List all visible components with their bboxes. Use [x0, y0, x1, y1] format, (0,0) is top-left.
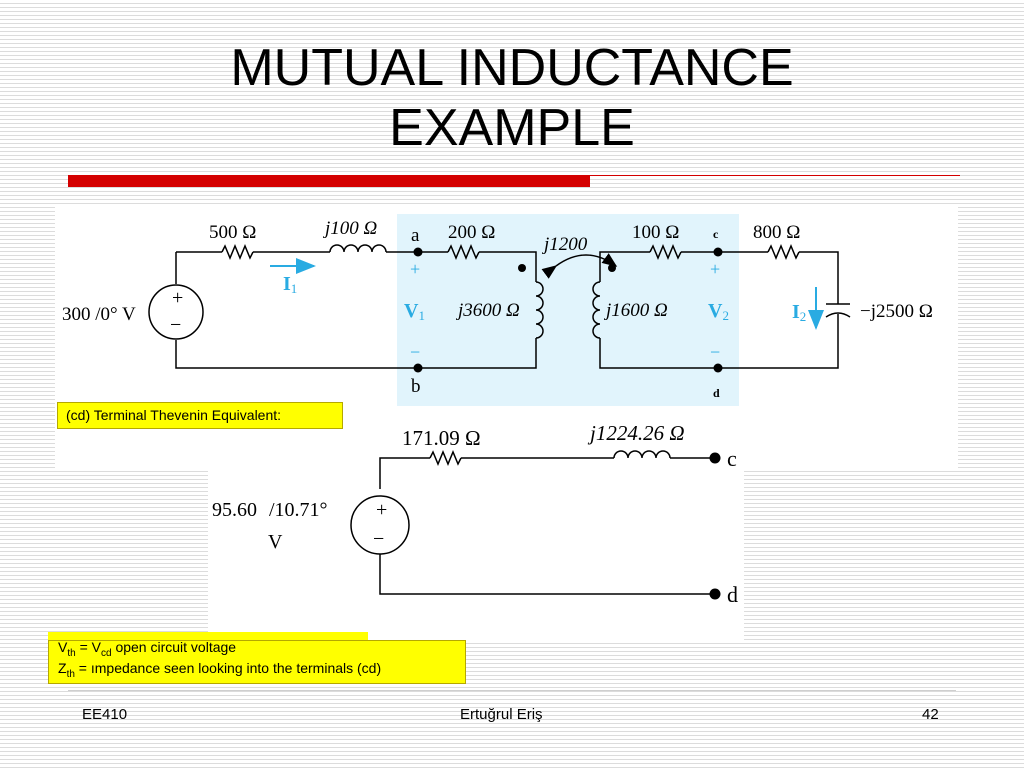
secondary-label: j1600 Ω	[603, 300, 668, 321]
thevenin-node-c: c	[727, 446, 737, 471]
r3-label: 100 Ω	[632, 222, 679, 243]
secondary-coil	[592, 281, 601, 339]
v2-label: V2	[708, 300, 729, 323]
node-b-label: b	[411, 376, 421, 397]
thevenin-node-d: d	[727, 582, 738, 607]
node-a-label: a	[411, 225, 420, 246]
source-minus: −	[170, 314, 181, 336]
l1-label: j100 Ω	[322, 218, 378, 239]
title-underline-thin	[590, 175, 960, 176]
primary-coil	[535, 281, 544, 339]
resistor-500	[221, 244, 254, 260]
thevenin-minus: −	[373, 528, 384, 550]
title-line-2: EXAMPLE	[389, 99, 635, 157]
footer-page-number: 42	[922, 706, 939, 723]
thevenin-r-label: 171.09 Ω	[402, 426, 481, 450]
v1-plus: +	[410, 259, 420, 279]
v2-minus: −	[710, 342, 720, 362]
inductor-j100	[329, 244, 387, 253]
v2-plus: +	[710, 259, 720, 279]
transformer-highlight	[397, 214, 739, 406]
r4-label: 800 Ω	[753, 222, 800, 243]
capacitor	[825, 312, 851, 318]
r1-label: 500 Ω	[209, 222, 256, 243]
voltage-source-top	[148, 284, 204, 340]
r2-label: 200 Ω	[448, 222, 495, 243]
definition-box	[48, 640, 466, 684]
resistor-100	[649, 244, 682, 260]
thevenin-annotation: (cd) Terminal Thevenin Equivalent:	[57, 402, 343, 429]
footer-author: Ertuğrul Eriş	[460, 706, 543, 723]
resistor-800	[767, 244, 800, 260]
source-label-top: 300 /0° V	[62, 304, 136, 325]
footer-divider	[68, 690, 956, 691]
title-underline-red	[68, 175, 590, 187]
vth-definition: Vth = Vcd open circuit voltage	[58, 639, 237, 659]
thevenin-resistor	[429, 450, 462, 466]
title-line-1: MUTUAL INDUCTANCE	[230, 39, 794, 97]
mutual-label: j1200	[541, 234, 588, 255]
resistor-200	[447, 244, 480, 260]
cap-label: −j2500 Ω	[860, 301, 933, 322]
node-d-small: d	[713, 386, 720, 400]
slide-title: MUTUAL INDUCTANCE EXAMPLE	[0, 38, 1024, 158]
thevenin-source-unit: V	[268, 531, 283, 553]
polarity-dot-secondary	[608, 264, 616, 272]
polarity-dot-primary	[518, 264, 526, 272]
circuit-panel-bottom	[208, 469, 744, 641]
footer-course: EE410	[82, 706, 128, 723]
v1-label: V1	[404, 300, 425, 323]
thevenin-inductor	[613, 450, 671, 459]
thevenin-l-label: j1224.26 Ω	[587, 421, 685, 445]
thevenin-source-angle: /10.71°	[269, 499, 328, 521]
thevenin-plus: +	[376, 499, 387, 521]
thevenin-source-mag: 95.60	[212, 499, 257, 521]
i1-label: I1	[283, 273, 297, 296]
zth-definition: Zth = ımpedance seen looking into the te…	[58, 660, 382, 680]
source-plus: +	[172, 287, 183, 309]
primary-label: j3600 Ω	[455, 300, 520, 321]
v1-minus: −	[410, 342, 420, 362]
i2-label: I2	[792, 301, 806, 324]
node-c-small: c	[713, 227, 719, 241]
